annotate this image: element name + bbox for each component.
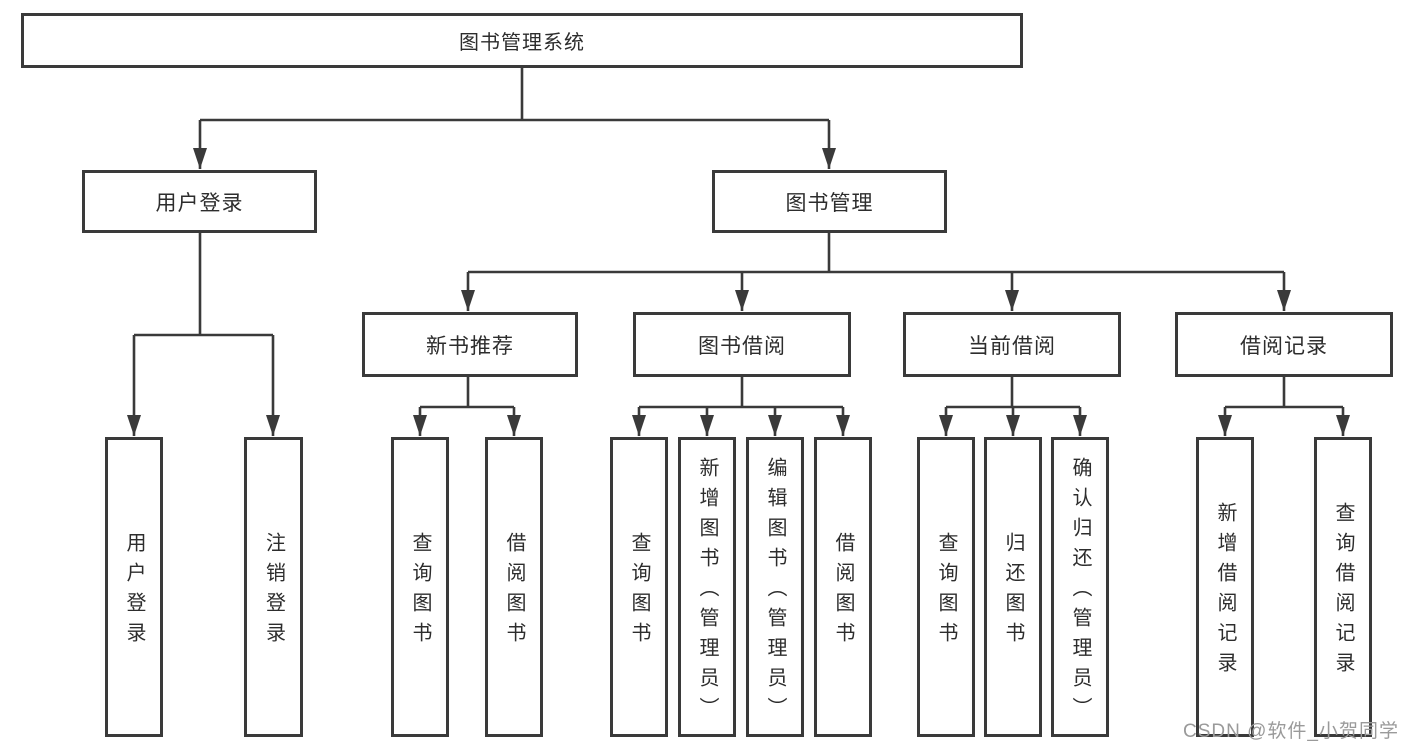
leaf-query-books-recommend: 查询图书 — [391, 437, 449, 737]
node-current-borrow: 当前借阅 — [903, 312, 1121, 377]
leaf-borrow-books-label: 借阅图书 — [832, 532, 854, 652]
connector-skeleton — [134, 68, 1343, 409]
leaf-add-books-admin-label: 新增图书（管理员） — [696, 457, 718, 727]
leaf-edit-books-admin: 编辑图书（管理员） — [746, 437, 804, 737]
leaf-user-login: 用户登录 — [105, 437, 163, 737]
leaf-edit-books-admin-label: 编辑图书（管理员） — [764, 457, 786, 727]
leaf-logout: 注销登录 — [244, 437, 303, 737]
node-book-borrow: 图书借阅 — [633, 312, 851, 377]
node-book-management: 图书管理 — [712, 170, 947, 233]
leaf-add-borrow-record-label: 新增借阅记录 — [1214, 502, 1236, 682]
leaf-borrow-books-recommend: 借阅图书 — [485, 437, 543, 737]
csdn-watermark: CSDN @软件_小贺同学 — [1183, 721, 1399, 742]
leaf-query-books-borrow: 查询图书 — [610, 437, 668, 737]
node-root-label: 图书管理系统 — [459, 32, 585, 54]
leaf-borrow-books: 借阅图书 — [814, 437, 872, 737]
leaf-query-books-recommend-label: 查询图书 — [409, 532, 431, 652]
connector-arrows — [127, 120, 1350, 436]
leaf-query-books-current: 查询图书 — [917, 437, 975, 737]
node-borrow-records-label: 借阅记录 — [1240, 334, 1328, 358]
leaf-query-borrow-record: 查询借阅记录 — [1314, 437, 1372, 737]
leaf-return-books-label: 归还图书 — [1002, 532, 1024, 652]
node-book-borrow-label: 图书借阅 — [698, 334, 786, 358]
node-borrow-records: 借阅记录 — [1175, 312, 1393, 377]
node-current-borrow-label: 当前借阅 — [968, 334, 1056, 358]
leaf-query-books-borrow-label: 查询图书 — [628, 532, 650, 652]
leaf-borrow-books-recommend-label: 借阅图书 — [503, 532, 525, 652]
node-root-system: 图书管理系统 — [21, 13, 1023, 68]
leaf-query-borrow-record-label: 查询借阅记录 — [1332, 502, 1354, 682]
node-user-login: 用户登录 — [82, 170, 317, 233]
node-book-management-label: 图书管理 — [785, 191, 874, 215]
node-new-book-recommend: 新书推荐 — [362, 312, 578, 377]
leaf-confirm-return-admin-label: 确认归还（管理员） — [1069, 457, 1091, 727]
node-user-login-label: 用户登录 — [155, 191, 244, 215]
leaf-query-books-current-label: 查询图书 — [935, 532, 957, 652]
leaf-logout-label: 注销登录 — [262, 532, 285, 652]
leaf-confirm-return-admin: 确认归还（管理员） — [1051, 437, 1109, 737]
node-new-book-recommend-label: 新书推荐 — [426, 334, 514, 358]
leaf-user-login-label: 用户登录 — [123, 532, 145, 652]
leaf-return-books: 归还图书 — [984, 437, 1042, 737]
leaf-add-borrow-record: 新增借阅记录 — [1196, 437, 1254, 737]
leaf-add-books-admin: 新增图书（管理员） — [678, 437, 736, 737]
